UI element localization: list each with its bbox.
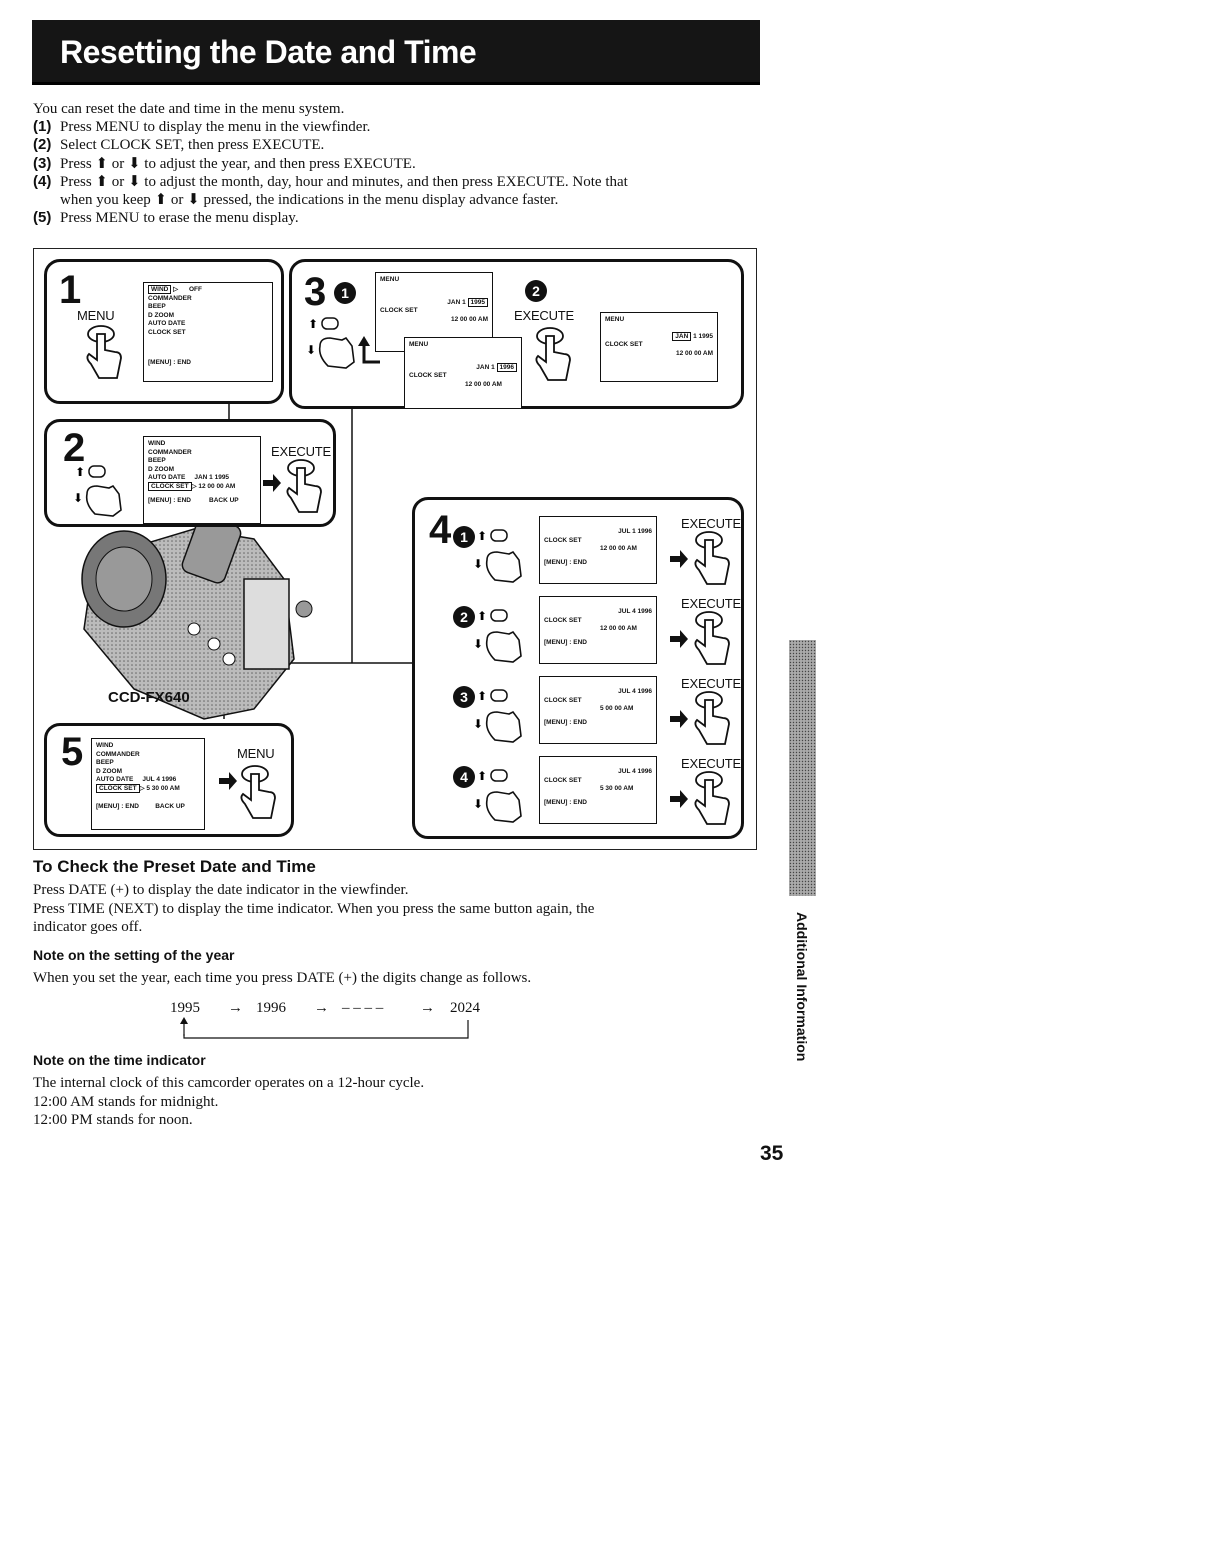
up-down-hand-icon: ⬆ ⬇ [473, 529, 522, 583]
step-5-menu-screen: WIND COMMANDER BEEP D ZOOM AUTO DATE JUL… [91, 738, 205, 830]
step-1-button-label: MENU [77, 308, 115, 323]
loop-arrow [180, 1017, 469, 1039]
svg-text:⬆: ⬆ [477, 689, 487, 703]
intro-lead: You can reset the date and time in the m… [33, 101, 345, 117]
note-time-heading: Note on the time indicator [33, 1052, 206, 1068]
check-text: Press DATE (+) to display the date indic… [33, 882, 595, 935]
intro-step-3: (3)Press ⬆ or ⬇ to adjust the year, and … [33, 154, 416, 172]
step-3-screen-c: MENU JAN 1 1995 CLOCK SET 12 00 00 AM [600, 312, 718, 382]
hand-press-icon [694, 771, 730, 825]
step-4-screen: JUL 4 1996 CLOCK SET 5 30 00 AM [MENU] :… [539, 756, 657, 824]
step-5-number: 5 [61, 730, 84, 774]
svg-text:⬇: ⬇ [473, 797, 483, 811]
up-down-hand-icon: ⬆ ⬇ [306, 317, 380, 369]
note-time-text: The internal clock of this camcorder ope… [33, 1075, 425, 1128]
arrow-right-icon [670, 790, 688, 808]
arrow-right-icon [219, 772, 237, 790]
up-down-hand-icon: ⬆ ⬇ [473, 689, 522, 743]
svg-text:⬆: ⬆ [308, 317, 318, 331]
step-4-screen: JUL 4 1996 CLOCK SET 5 00 00 AM [MENU] :… [539, 676, 657, 744]
step-1-number: 1 [59, 268, 82, 312]
svg-text:⬇: ⬇ [473, 557, 483, 571]
hand-press-icon [240, 765, 276, 819]
hand-press-icon [535, 327, 571, 381]
svg-text:⬇: ⬇ [473, 637, 483, 651]
svg-text:⬇: ⬇ [306, 343, 316, 357]
page-title: Resetting the Date and Time [60, 34, 477, 70]
hand-press-icon [86, 325, 122, 379]
hand-press-icon [694, 691, 730, 745]
up-down-hand-icon: ⬆ ⬇ [473, 609, 522, 663]
arrow-right-icon [263, 474, 281, 492]
step-1-menu-screen: WIND ▷ OFF COMMANDER BEEP D ZOOM AUTO DA… [143, 282, 273, 382]
svg-text:⬇: ⬇ [473, 717, 483, 731]
note-year-text: When you set the year, each time you pre… [33, 970, 532, 986]
step-3-screen-b: MENU JAN 1 1996 CLOCK SET 12 00 00 AM [404, 337, 522, 409]
title-bar: Resetting the Date and Time [32, 20, 760, 85]
up-down-hand-icon: ⬆ ⬇ [73, 465, 122, 517]
intro-step-5: (5)Press MENU to erase the menu display. [33, 209, 299, 227]
intro-text: You can reset the date and time in the m… [33, 100, 753, 227]
hand-press-icon [694, 531, 730, 585]
side-tab-marker [789, 640, 816, 896]
step-2-panel: 2 ⬆ ⬇ WIND COMMANDER BEEP D ZOOM AUTO DA… [44, 419, 336, 527]
arrow-right-icon [670, 710, 688, 728]
step-4-screen: JUL 1 1996 CLOCK SET 12 00 00 AM [MENU] … [539, 516, 657, 584]
svg-text:⬇: ⬇ [73, 491, 83, 505]
model-label: CCD-FX640 [108, 689, 190, 706]
hand-press-icon [694, 611, 730, 665]
arrow-right-icon [670, 630, 688, 648]
note-year-heading: Note on the setting of the year [33, 947, 235, 963]
step-3-panel: 3 1 ⬆ ⬇ MENU JAN 1 1995 CLOCK SET 12 00 … [289, 259, 744, 409]
step-3-button-label: EXECUTE [514, 308, 575, 323]
intro-step-4-cont: when you keep ⬆ or ⬇ pressed, the indica… [60, 192, 559, 209]
svg-text:⬆: ⬆ [75, 465, 85, 479]
procedure-diagram: CCD-FX640 1 MENU WIND ▷ OFF COMMANDER BE… [33, 248, 757, 850]
svg-text:⬆: ⬆ [477, 529, 487, 543]
step-4-number: 4 [429, 508, 452, 552]
step-4-panel: 4 1 ⬆ ⬇ JUL 1 1996 CLOCK SET 12 00 00 AM… [412, 497, 744, 839]
step-1-panel: 1 MENU WIND ▷ OFF COMMANDER BEEP D ZOOM … [44, 259, 284, 404]
step-3-number: 3 [304, 270, 327, 314]
step-2-button-label: EXECUTE [271, 444, 332, 459]
step-5-button-label: MENU [237, 746, 275, 761]
step-3-sub-2: 2 [525, 280, 547, 302]
step-5-panel: 5 WIND COMMANDER BEEP D ZOOM AUTO DATE J… [44, 723, 294, 837]
arrow-right-icon [670, 550, 688, 568]
svg-text:⬆: ⬆ [477, 769, 487, 783]
svg-text:⬆: ⬆ [477, 609, 487, 623]
page-number: 35 [760, 1142, 784, 1165]
intro-step-2: (2)Select CLOCK SET, then press EXECUTE. [33, 136, 325, 154]
intro-step-4: (4)Press ⬆ or ⬇ to adjust the month, day… [33, 172, 628, 190]
step-4-screen: JUL 4 1996 CLOCK SET 12 00 00 AM [MENU] … [539, 596, 657, 664]
step-2-number: 2 [63, 426, 86, 470]
camcorder-illustration [81, 519, 313, 720]
check-heading: To Check the Preset Date and Time [33, 857, 316, 876]
hand-press-icon [286, 459, 322, 513]
step-2-menu-screen: WIND COMMANDER BEEP D ZOOM AUTO DATE JAN… [143, 436, 261, 524]
up-down-hand-icon: ⬆ ⬇ [473, 769, 522, 823]
step-3-sub-1: 1 [334, 282, 356, 304]
intro-step-1: (1)Press MENU to display the menu in the… [33, 118, 371, 136]
side-tab-label: Additional Information [794, 912, 810, 1062]
